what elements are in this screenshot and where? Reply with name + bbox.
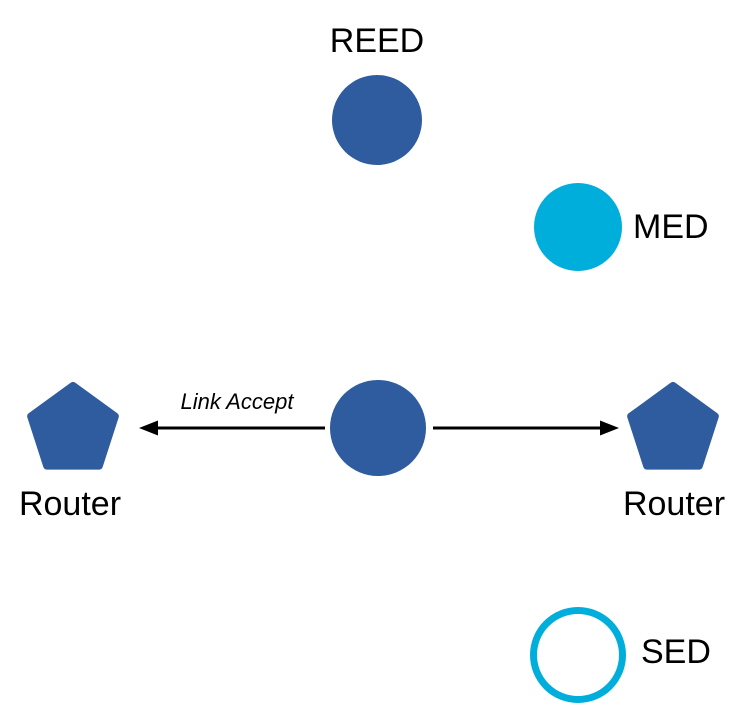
router-right-pentagon-icon: [627, 382, 719, 470]
right-arrowhead-icon: [600, 420, 619, 436]
med-label: MED: [633, 208, 709, 246]
right-arrow: [433, 420, 619, 436]
reed-label: REED: [329, 22, 425, 60]
center-node-circle-icon: [330, 380, 426, 476]
link-accept-label: Link Accept: [180, 389, 294, 414]
router-right-label: Router: [622, 485, 726, 523]
router-left-label: Router: [18, 485, 122, 523]
sed-node-ring-icon: [530, 607, 626, 703]
reed-node-circle-icon: [332, 75, 422, 165]
left-arrow: [139, 420, 325, 436]
left-arrowhead-icon: [139, 420, 158, 436]
med-node-circle-icon: [534, 183, 622, 271]
router-left-pentagon-icon: [27, 382, 119, 470]
sed-label: SED: [641, 633, 711, 671]
